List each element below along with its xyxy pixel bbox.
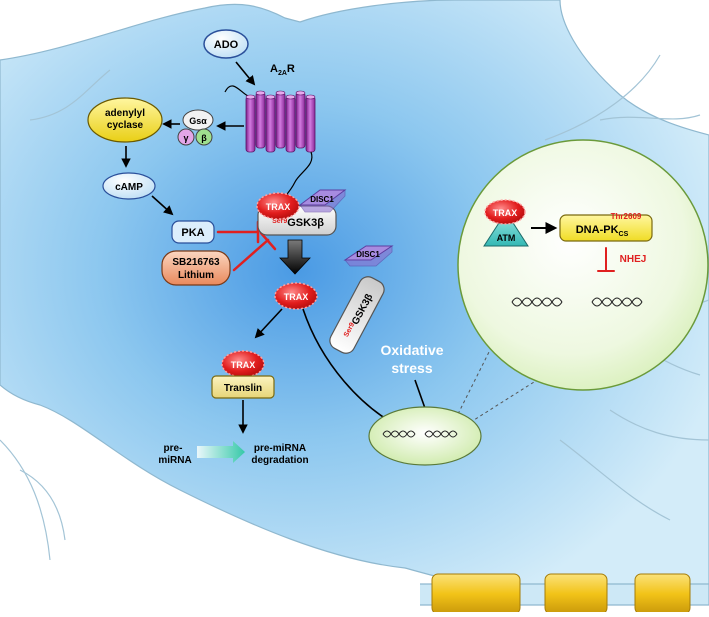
- beta-subunit: [195, 128, 213, 146]
- pre-mirna-label-2: miRNA: [158, 455, 191, 466]
- oxidative-stress-label: Oxidative: [380, 342, 443, 358]
- nhej-label: NHEJ: [620, 254, 647, 265]
- myelin-sheath: [544, 573, 608, 615]
- disc1-free: DISC1: [343, 245, 394, 267]
- svg-text:β: β: [201, 133, 207, 143]
- inhibition-arrows: [216, 220, 277, 272]
- nhej-inhibition: [597, 247, 615, 272]
- svg-text:cyclase: cyclase: [107, 120, 144, 131]
- atm-triangle: [483, 211, 529, 247]
- gsk3b-free: Ser9GSK3β: [329, 276, 385, 354]
- svg-text:cAMP: cAMP: [115, 182, 143, 193]
- trax-free: TRAX: [274, 282, 318, 310]
- svg-text:DISC1: DISC1: [356, 250, 380, 259]
- myelin-sheath: [431, 573, 521, 615]
- nucleus-zoom: [457, 139, 709, 391]
- svg-text:Lithium: Lithium: [178, 270, 214, 281]
- dna-helix-broken: [511, 297, 643, 307]
- receptor-label: A2AR: [270, 63, 295, 77]
- g-protein: Gsα γ β: [177, 109, 214, 146]
- adenylyl-cyclase: [87, 97, 163, 143]
- nucleus-small: [368, 406, 482, 466]
- gs-alpha: [182, 109, 214, 131]
- ado-oval: [203, 29, 249, 59]
- svg-text:TRAX: TRAX: [231, 360, 256, 370]
- ser9-gsk3b-label: Ser9GSK3β: [272, 217, 324, 229]
- degradation-label: pre-miRNA: [254, 443, 306, 454]
- oxidative-stress-label-2: stress: [391, 360, 432, 376]
- dna-helix-small: [382, 430, 458, 438]
- disc1-complex: DISC1: [298, 189, 347, 213]
- trax-complex: TRAX: [256, 192, 300, 220]
- degradation-arrow: [197, 441, 245, 463]
- myelin-sheath: [634, 573, 691, 615]
- svg-text:SB216763: SB216763: [172, 257, 220, 268]
- svg-text:ATM: ATM: [497, 233, 516, 243]
- svg-text:γ: γ: [183, 133, 188, 143]
- trax-translin-complex: TRAX Translin: [211, 350, 275, 399]
- thr2609-label: Thr2609: [611, 212, 642, 221]
- svg-text:TRAX: TRAX: [284, 292, 309, 302]
- svg-text:TRAX: TRAX: [493, 208, 518, 218]
- translin-box: [211, 375, 275, 399]
- trax-atm-complex: ATM TRAX: [483, 199, 529, 247]
- ado-label: ADO: [214, 39, 239, 51]
- svg-text:TRAX: TRAX: [266, 202, 291, 212]
- degradation-label-2: degradation: [251, 455, 308, 466]
- a2a-receptor: [224, 85, 316, 201]
- sb216763-lithium-box: [161, 250, 231, 286]
- camp-oval: [102, 172, 156, 200]
- svg-text:DISC1: DISC1: [310, 195, 334, 204]
- svg-text:PKA: PKA: [181, 227, 204, 239]
- gamma-subunit: [177, 128, 195, 146]
- dna-pkcs-label: DNA-PKCS: [576, 224, 629, 238]
- svg-text:adenylyl: adenylyl: [105, 108, 145, 119]
- axon: [420, 573, 709, 615]
- svg-text:Gsα: Gsα: [189, 116, 207, 126]
- dna-pkcs-box: [559, 214, 653, 242]
- dissociation-arrow: [279, 239, 311, 275]
- pka-box: [171, 220, 215, 244]
- pre-mirna-label: pre-: [164, 443, 183, 454]
- svg-text:Translin: Translin: [224, 383, 262, 394]
